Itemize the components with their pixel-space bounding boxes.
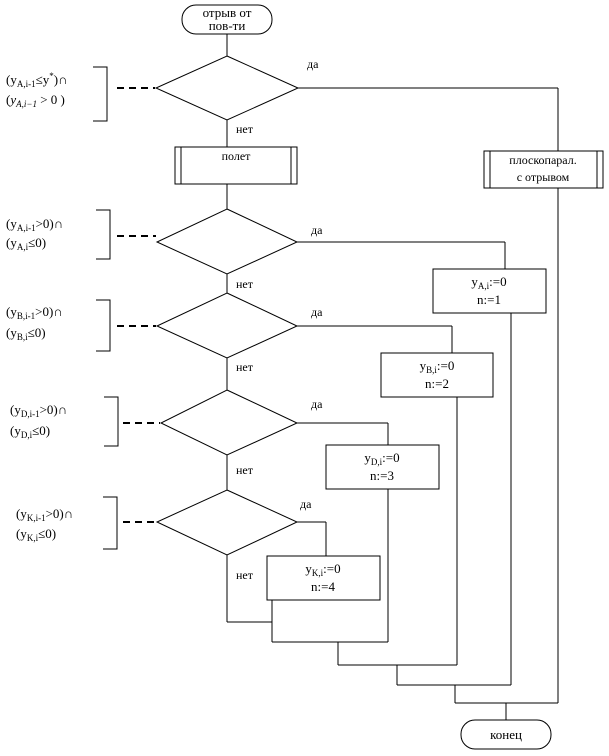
decision-2-yes-label: да <box>311 305 323 319</box>
decision-1: да нет <box>155 208 323 291</box>
comment-4-line-1: (yK,i-1>0)∩ <box>16 506 73 523</box>
decision-0-yes-label: да <box>307 57 319 71</box>
process-flight-label: полет <box>222 149 252 163</box>
assign-b-line-2: n:=2 <box>425 376 449 391</box>
comment-4: (yK,i-1>0)∩ (yK,i≤0) <box>16 496 156 550</box>
comment-3: (yD,i-1>0)∩ (yD,i≤0) <box>10 396 160 447</box>
end-label: конец <box>490 727 522 742</box>
comment-3-line-1: (yD,i-1>0)∩ <box>10 402 67 419</box>
end-terminator: конец <box>460 719 552 750</box>
process-plane-line-1: плоскопарал. <box>509 153 576 167</box>
assign-k-line-1: yK,i:=0 <box>305 561 340 578</box>
start-line-2: пов-ти <box>209 18 246 33</box>
comment-0: (yA,i-1≤y*)∩ (yA,i−1 > 0 ) <box>6 66 155 122</box>
decision-4: да нет <box>155 489 312 582</box>
decision-4-yes-label: да <box>300 497 312 511</box>
start-terminator: отрыв от пов-ти <box>181 4 273 35</box>
comment-2-line-1: (yB,i-1>0)∩ <box>6 304 63 321</box>
comment-2: (yB,i-1>0)∩ (yB,i≤0) <box>6 299 156 352</box>
process-flight: полет <box>174 146 298 185</box>
process-plane-line-2: с отрывом <box>517 170 570 184</box>
decision-2-no-label: нет <box>236 360 254 374</box>
decision-1-no-label: нет <box>236 277 254 291</box>
decision-2: да нет <box>155 292 323 374</box>
decision-3: да нет <box>159 389 323 477</box>
decision-4-no-label: нет <box>236 568 254 582</box>
assign-d-line-1: yD,i:=0 <box>364 450 399 467</box>
assign-d-line-2: n:=3 <box>370 468 394 483</box>
assign-a-line-2: n:=1 <box>477 292 501 307</box>
assign-a-line-1: yA,i:=0 <box>471 274 506 291</box>
start-line-1: отрыв от <box>203 5 252 20</box>
comment-3-line-2: (yD,i≤0) <box>10 423 50 440</box>
comment-1: (yA,i-1>0)∩ (yA,i≤0) <box>6 209 156 260</box>
decision-3-yes-label: да <box>311 397 323 411</box>
process-plane-parallel: плоскопарал. с отрывом <box>483 150 604 189</box>
assign-box-k: yK,i:=0 n:=4 <box>266 555 381 601</box>
connector-lines <box>226 34 559 720</box>
assign-b-line-1: yB,i:=0 <box>420 358 455 375</box>
assign-box-a: yA,i:=0 n:=1 <box>432 268 547 314</box>
comment-1-line-2: (yA,i≤0) <box>6 235 46 252</box>
comment-2-line-2: (yB,i≤0) <box>6 325 46 342</box>
decision-3-no-label: нет <box>236 463 254 477</box>
comment-0-line-2: (yA,i−1 > 0 ) <box>6 92 65 109</box>
assign-box-d: yD,i:=0 n:=3 <box>325 444 440 490</box>
comment-4-line-2: (yK,i≤0) <box>16 526 56 543</box>
decision-0-no-label: нет <box>236 122 254 136</box>
assign-box-b: yB,i:=0 n:=2 <box>380 352 494 398</box>
comment-1-line-1: (yA,i-1>0)∩ <box>6 216 63 233</box>
assign-k-line-2: n:=4 <box>311 579 335 594</box>
decision-1-yes-label: да <box>311 223 323 237</box>
comment-0-line-1: (yA,i-1≤y*)∩ <box>6 71 67 89</box>
decision-0: да нет <box>154 55 319 136</box>
